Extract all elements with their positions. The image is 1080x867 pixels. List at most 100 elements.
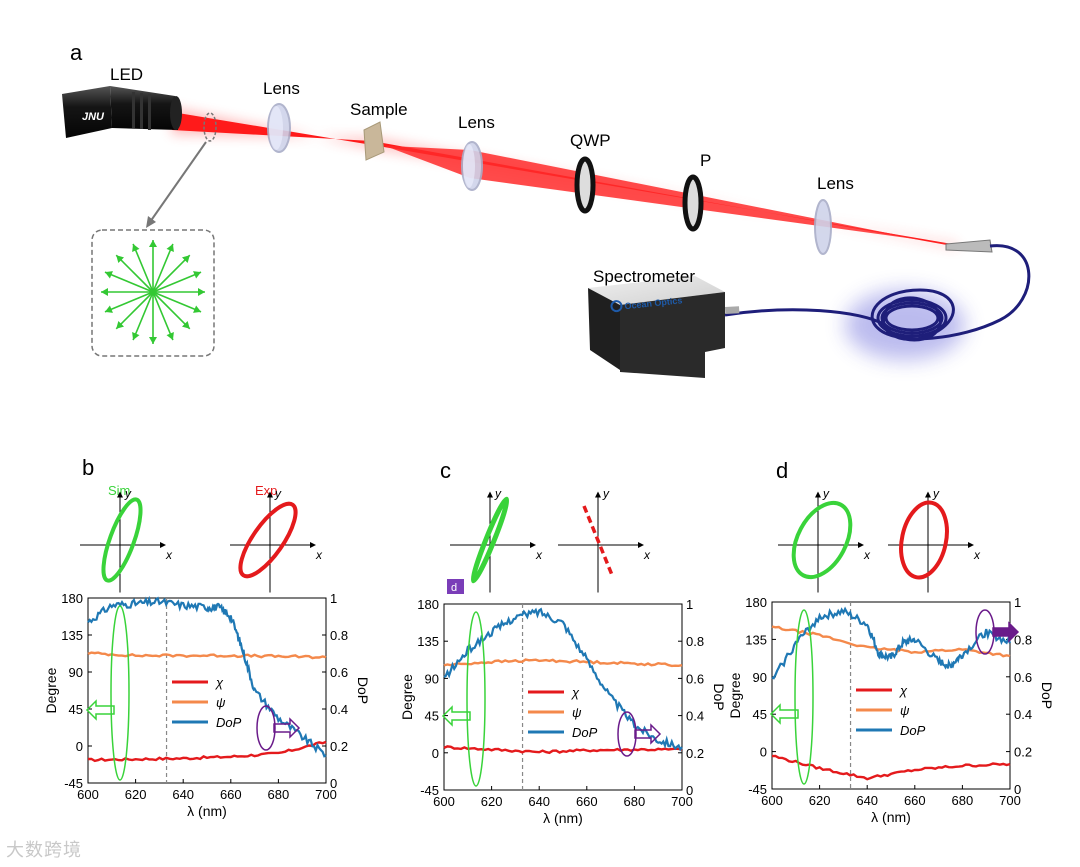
pointer-line <box>149 141 207 223</box>
legend-label-psi: ψ <box>572 705 582 720</box>
y-tick-label: 0 <box>432 746 439 761</box>
y-tick-label: -45 <box>420 783 439 798</box>
led-label: LED <box>110 65 143 84</box>
plot-frame <box>771 601 1011 790</box>
lens-2-label: Lens <box>458 113 495 132</box>
y-tick-label: 90 <box>425 671 439 686</box>
y-tick-label: 90 <box>69 665 83 680</box>
y-tick-label: 45 <box>69 702 83 717</box>
polarizer-label: P <box>700 151 711 170</box>
radial-arrowhead <box>181 255 190 264</box>
y2-axis-label: DoP <box>1039 682 1055 709</box>
x-tick-label: 600 <box>761 793 783 808</box>
qwp-label: QWP <box>570 131 611 150</box>
y2-tick-label: 1 <box>330 591 337 606</box>
sim-label: Sim <box>108 483 130 498</box>
x-axis-label: λ (nm) <box>187 803 227 819</box>
y2-tick-label: 0.2 <box>1014 745 1032 760</box>
x-tick-label: 660 <box>904 793 926 808</box>
y2-tick-label: 0 <box>330 776 337 791</box>
polarization-ellipse <box>238 501 298 579</box>
x-tick-label: 620 <box>809 793 831 808</box>
y2-tick-label: 0.8 <box>686 634 704 649</box>
y2-tick-label: 0.2 <box>330 739 348 754</box>
panel-b-label: b <box>82 455 94 480</box>
inset-x-label: x <box>643 548 651 562</box>
radial-arrowhead <box>149 240 157 247</box>
inset-y-label: y <box>932 487 940 501</box>
radial-arrow <box>152 291 202 313</box>
inset-x-arrowhead <box>858 542 864 548</box>
inset-y-arrowhead <box>925 491 931 498</box>
y-tick-label: 0 <box>76 739 83 754</box>
inset-y-label: y <box>602 487 610 501</box>
radial-arrow <box>152 291 191 330</box>
inset-x-label: x <box>535 548 543 562</box>
led-source: JNU <box>62 86 182 138</box>
polarization-ellipse <box>791 500 853 580</box>
y2-tick-label: 0.8 <box>330 628 348 643</box>
radial-arrowhead <box>104 305 113 313</box>
x-tick-label: 620 <box>481 794 503 809</box>
radial-polarization-inset <box>91 229 215 357</box>
inset-x-arrowhead <box>310 542 316 548</box>
y2-tick-label: 1 <box>686 597 693 612</box>
linear-polarization-line <box>582 505 614 576</box>
radial-arrowhead <box>166 332 174 341</box>
radial-arrowhead <box>181 320 190 329</box>
x-tick-label: 640 <box>528 794 550 809</box>
watermark: 大数跨境 <box>6 840 82 861</box>
inset-y-arrowhead <box>815 491 821 498</box>
y2-tick-label: 1 <box>1014 595 1021 610</box>
x-tick-label: 680 <box>624 794 646 809</box>
y2-tick-label: 0.6 <box>330 665 348 680</box>
svg-text:d: d <box>451 582 457 594</box>
x-tick-label: 680 <box>268 787 290 802</box>
inset-y-arrowhead <box>595 491 601 498</box>
y-tick-label: 90 <box>753 670 767 685</box>
optical-fiber <box>724 239 1031 360</box>
radial-arrowhead <box>104 271 113 279</box>
y-tick-label: -45 <box>748 782 767 797</box>
lens-3-label: Lens <box>817 174 854 193</box>
legend-label-chi: χ <box>571 685 580 700</box>
inset-x-arrowhead <box>160 542 166 548</box>
y-tick-label: 45 <box>425 709 439 724</box>
series-line-dop <box>771 606 1012 680</box>
right-axis-indicator-ellipse <box>617 711 637 757</box>
radial-arrowhead <box>116 255 125 264</box>
inset-x-arrowhead <box>530 542 536 548</box>
y2-axis-label: DoP <box>711 683 727 710</box>
y-tick-label: 180 <box>61 591 83 606</box>
y2-tick-label: 0 <box>1014 782 1021 797</box>
x-tick-label: 660 <box>220 787 242 802</box>
radial-arrow <box>115 291 154 330</box>
radial-arrow <box>152 254 191 293</box>
led-brand-text: JNU <box>82 111 105 123</box>
y-tick-label: 180 <box>417 597 439 612</box>
series-line-chi <box>443 745 683 755</box>
inset-y-label: y <box>494 487 502 501</box>
x-tick-label: 700 <box>999 793 1021 808</box>
legend-label-chi: χ <box>899 683 908 698</box>
lens-2 <box>461 141 483 191</box>
x-tick-label: 680 <box>952 793 974 808</box>
x-tick-label: 620 <box>125 787 147 802</box>
x-tick-label: 600 <box>433 794 455 809</box>
inset-y-arrowhead <box>267 491 273 498</box>
pointer-arrowhead <box>146 216 156 228</box>
y-tick-label: -45 <box>64 776 83 791</box>
spectrometer: Ocean Optics <box>588 276 740 378</box>
inset-x-arrowhead <box>968 542 974 548</box>
polarization-ellipse <box>470 496 510 584</box>
spectrometer-label: Spectrometer <box>593 267 695 286</box>
panel-a: a JNU LED <box>62 40 1031 378</box>
exp-label: Exp <box>255 483 277 498</box>
panel-c-badge: d <box>447 579 464 594</box>
y-tick-label: 0 <box>760 745 767 760</box>
radial-arrowhead <box>198 288 205 296</box>
legend-label-dop: DoP <box>572 725 598 740</box>
